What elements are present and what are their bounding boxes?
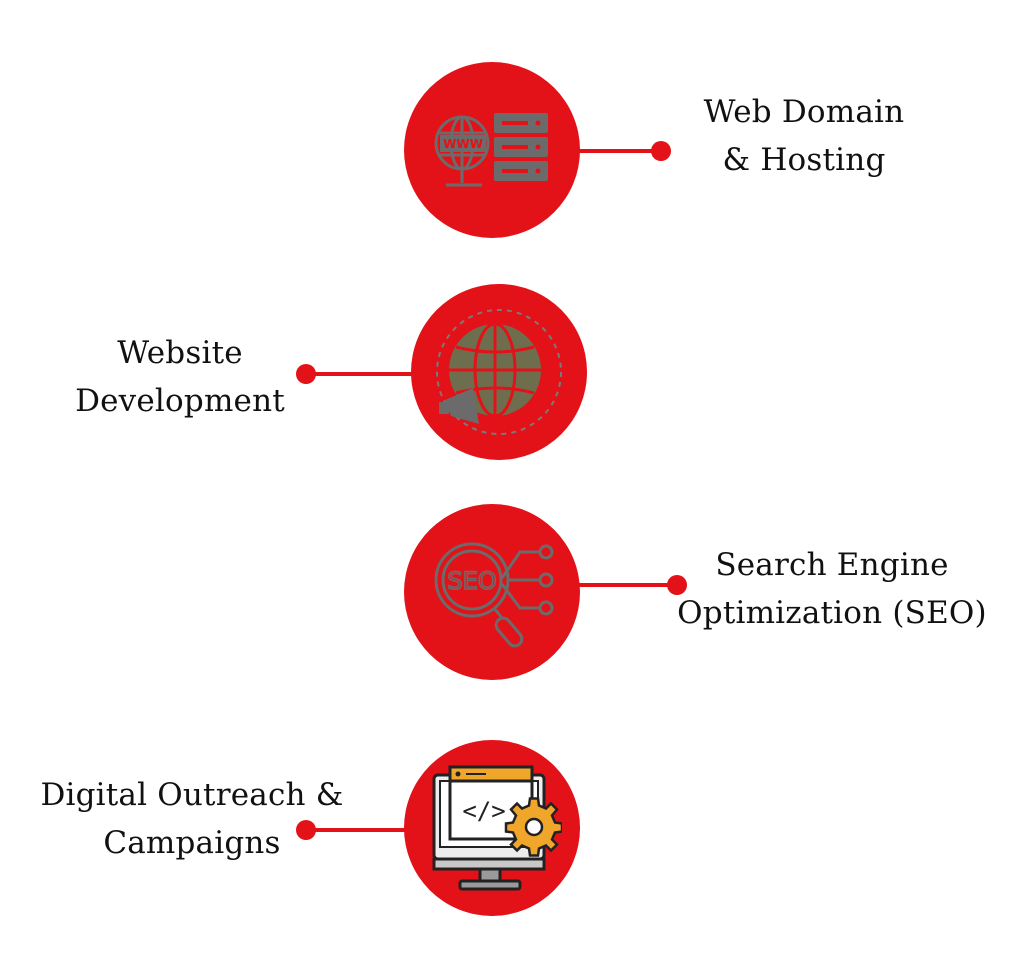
connector-dot-website-development [296,364,316,384]
service-label-line: Campaigns [103,825,281,861]
service-label-line: Digital Outreach & [40,777,344,813]
code-icon-text: </> [462,797,505,825]
service-circle-seo: SEO [404,504,580,680]
code-monitor-gear-icon: </> [432,765,562,891]
service-circle-website-development [411,284,587,460]
service-label-line: Optimization (SEO) [677,595,987,631]
service-label-line: Web Domain [703,94,905,130]
service-label-line: & Hosting [722,142,886,178]
connector-line-web-domain [575,149,663,153]
service-label-digital-outreach: Digital Outreach & Campaigns [24,771,360,867]
service-label-line: Website [117,335,243,371]
www-server-icon: WWW [434,113,548,187]
connector-dot-web-domain [651,141,671,161]
connector-line-website-development [305,372,415,376]
connector-dot-digital-outreach [296,820,316,840]
globe-megaphone-icon [436,309,562,435]
service-label-website-development: Website Development [70,329,290,425]
service-circle-web-domain: WWW [404,62,580,238]
service-label-line: Search Engine [715,547,949,583]
service-label-web-domain: Web Domain & Hosting [684,88,924,184]
service-label-line: Development [75,383,285,419]
seo-icon-text: SEO [447,567,496,595]
service-label-seo: Search Engine Optimization (SEO) [664,541,1000,637]
connector-line-seo [578,583,678,587]
seo-magnifier-icon: SEO [434,542,554,648]
www-icon-text: WWW [443,137,483,151]
service-circle-digital-outreach: </> [404,740,580,916]
connector-dot-seo [667,575,687,595]
connector-line-digital-outreach [305,828,413,832]
